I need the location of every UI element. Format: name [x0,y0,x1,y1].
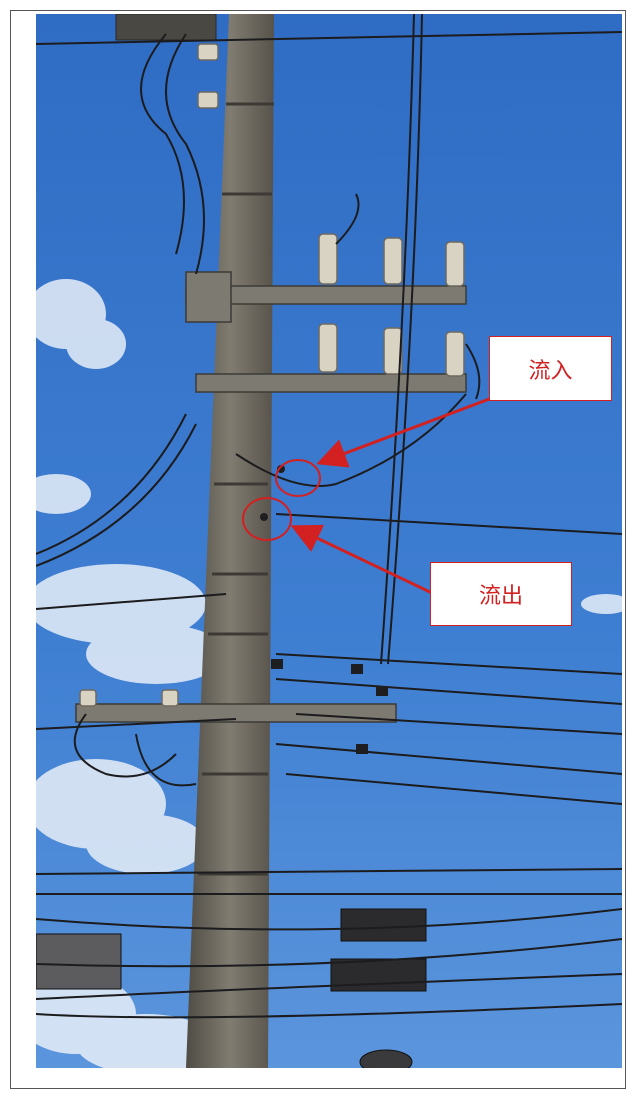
crossarms [75,271,467,723]
transformers [36,908,427,1068]
sky-background [36,14,622,1068]
photo-illustration [36,14,622,1068]
clouds [36,279,622,1068]
outflow-label-box: 流出 [430,562,572,626]
utility-pole-photo [36,14,622,1068]
pole-bands [198,102,274,876]
inflow-label: 流入 [528,358,573,384]
insulators [79,43,465,707]
top-bracket [115,14,217,41]
utility-pole [186,14,274,1068]
power-lines [36,14,622,1019]
outflow-label: 流出 [478,584,523,609]
inflow-label-box: 流入 [489,336,612,401]
